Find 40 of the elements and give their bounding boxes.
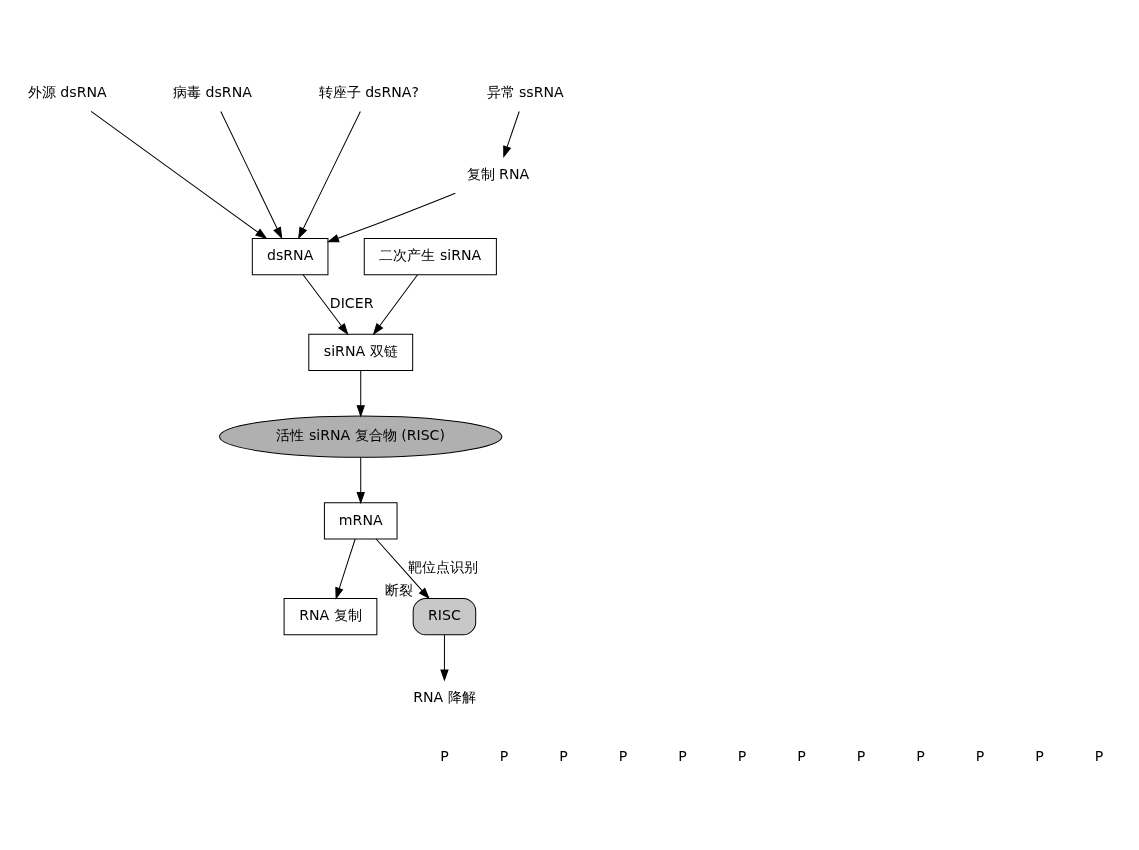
label: P xyxy=(737,747,747,764)
node-text: 复制 RNA xyxy=(466,165,530,182)
node-text: 病毒 dsRNA xyxy=(173,83,252,100)
arrow xyxy=(90,110,268,240)
node-box: RNA 复制 xyxy=(283,597,378,636)
node-text: 外源 dsRNA xyxy=(27,83,107,100)
node-text: RNA 降解 xyxy=(413,689,476,706)
arrow xyxy=(356,370,365,418)
arrow xyxy=(503,110,520,159)
edge-label: 靶位点识别 xyxy=(408,559,479,576)
label: P xyxy=(916,747,925,764)
arrow xyxy=(326,192,456,243)
arrow xyxy=(335,538,356,600)
arrow xyxy=(356,457,365,505)
arrow xyxy=(372,274,419,336)
label: P xyxy=(499,747,509,764)
node-ellipse: 活性 siRNA 复合物 (RISC) xyxy=(219,415,503,458)
label: P xyxy=(559,747,568,764)
node-box: dsRNA xyxy=(251,237,329,276)
node-box: siRNA 双链 xyxy=(308,333,414,372)
arrow xyxy=(220,110,283,240)
node-text: 转座子 dsRNA? xyxy=(318,83,419,100)
node-box: RISC xyxy=(412,597,477,636)
label: P xyxy=(1035,747,1044,764)
label: P xyxy=(856,747,866,764)
label: P xyxy=(678,747,687,764)
label: P xyxy=(797,747,806,764)
arrow xyxy=(375,538,430,600)
arrow xyxy=(440,634,449,682)
label: P xyxy=(618,747,628,764)
arrow xyxy=(298,110,361,240)
node-label: 断裂 xyxy=(384,581,413,598)
node-box: mRNA xyxy=(323,502,398,540)
label: P xyxy=(1094,747,1104,764)
edge-label: DICER xyxy=(329,295,374,312)
label: P xyxy=(975,747,985,764)
node-box: 二次产生 siRNA xyxy=(363,237,497,276)
label: P xyxy=(440,747,449,764)
node-text: 异常 ssRNA xyxy=(486,83,564,100)
arrow xyxy=(302,274,349,336)
